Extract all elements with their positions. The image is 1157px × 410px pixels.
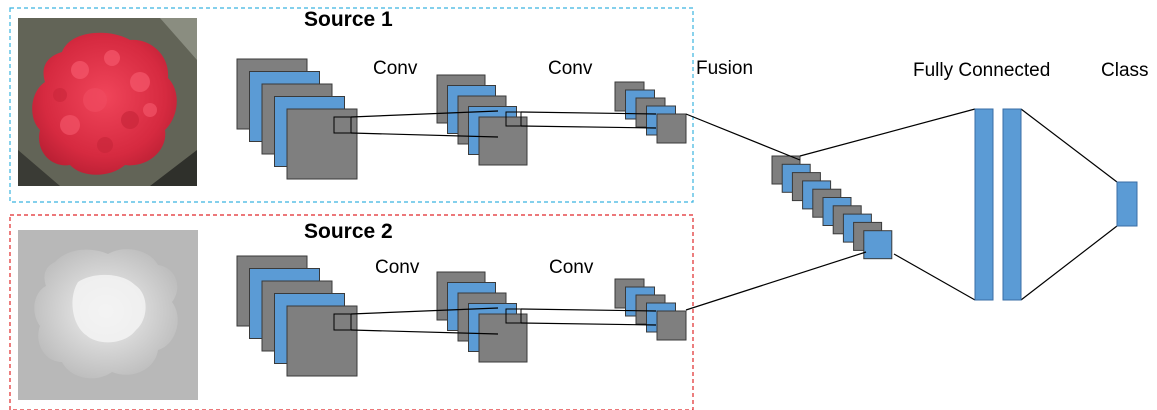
source-1-link-1b [350, 132, 499, 138]
source-2-link-1b [350, 329, 499, 335]
source-2-conv1-stack-map [286, 305, 358, 377]
source-2-box [9, 214, 694, 410]
source-1-link-2a [520, 111, 657, 115]
source-1-link-2b [520, 125, 657, 129]
source-2-conv-2-label: Conv [549, 257, 594, 278]
fusion-stack [771, 155, 893, 260]
fully-connected-layer-1 [974, 108, 994, 301]
source-1-conv3-stack-map [656, 113, 687, 144]
source-1-conv2-stack-map [478, 116, 528, 166]
source-1-conv1-stack [236, 58, 358, 180]
source-1-conv1-stack-map [286, 108, 358, 180]
fc-to-class-link-top [1020, 108, 1118, 183]
source-2-conv2-stack-map [478, 313, 528, 363]
source-1-conv2-stack [436, 74, 528, 166]
source-1-to-fusion-link [685, 113, 801, 161]
fusion-to-fc-link-bottom [893, 253, 976, 301]
source-2-conv3-stack-map [656, 310, 687, 341]
fusion-stack-map [863, 230, 893, 260]
source-2-conv1-stack [236, 255, 358, 377]
source-2-conv3-stack [614, 278, 687, 341]
source-1-kernel-1 [333, 116, 352, 134]
source-1-box [9, 7, 694, 203]
source-1-kernel-2 [505, 111, 522, 127]
connection-lines [350, 108, 1118, 335]
source-1-title: Source 1 [304, 8, 393, 31]
source-2-title: Source 2 [304, 220, 393, 243]
source-1-conv-2-label: Conv [548, 58, 593, 79]
source-2-conv2-stack [436, 271, 528, 363]
fully-connected-layer-2 [1002, 108, 1022, 301]
source-2-kernel-1 [333, 313, 352, 331]
source-1-conv-1-label: Conv [373, 58, 418, 79]
source-2-link-2b [520, 322, 657, 326]
fusion-label: Fusion [696, 58, 753, 79]
source-1-link-1a [350, 110, 499, 118]
source-1-conv3-stack [614, 81, 687, 144]
feature-map-stacks [236, 58, 893, 377]
source-2-link-1a [350, 307, 499, 315]
source-2-to-fusion-link [685, 251, 867, 311]
fusion-to-fc-link-top [799, 108, 976, 157]
source-2-conv-1-label: Conv [375, 257, 420, 278]
class-output-node [1116, 181, 1138, 227]
source-2-kernel-2 [505, 308, 522, 324]
fully-connected-label: Fully Connected [913, 60, 1050, 81]
source-1-image [18, 18, 197, 186]
source-2-link-2a [520, 308, 657, 312]
class-label: Class [1101, 60, 1149, 81]
source-2-image [18, 230, 198, 400]
fc-to-class-link-bottom [1020, 225, 1118, 301]
